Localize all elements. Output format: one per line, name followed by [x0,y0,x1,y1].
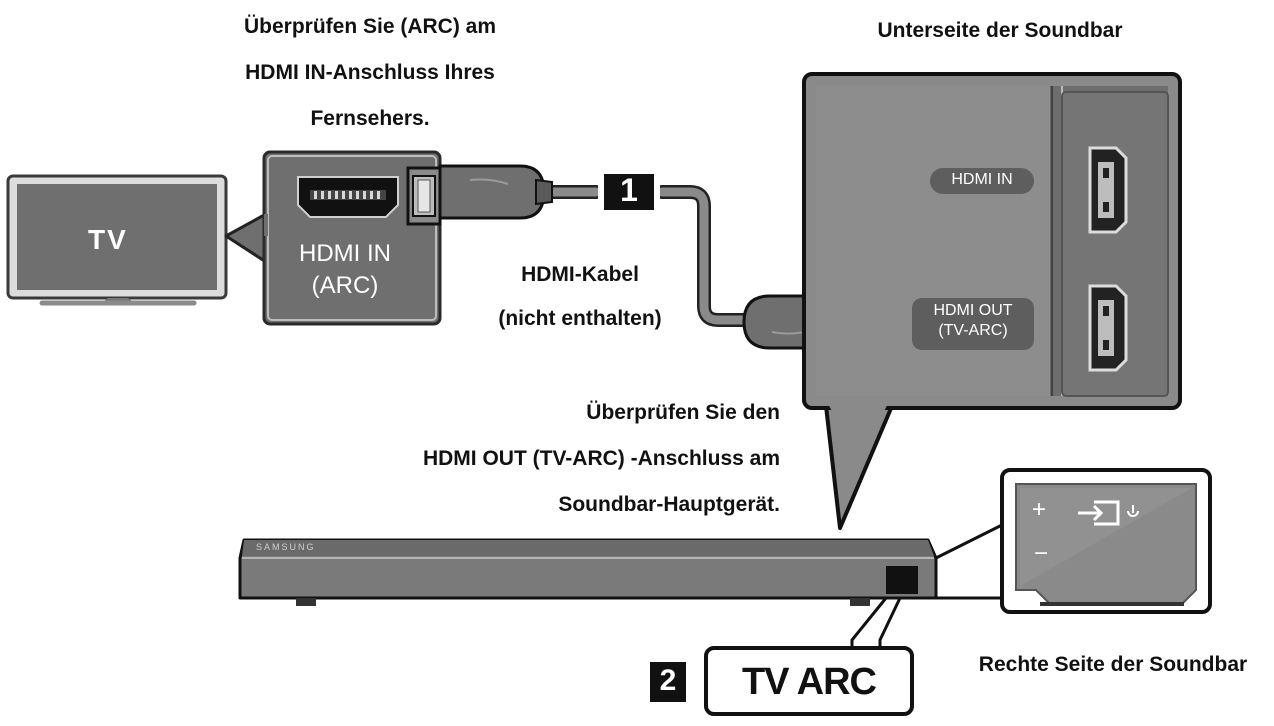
tv-port-label-line-2: (ARC) [311,272,379,299]
cable-label-line-2: (nicht enthalten) [498,307,662,330]
step-1-badge: 1 [620,172,638,208]
tv-hdmi-port-callout [262,150,442,326]
tv-port-label-line-1: HDMI IN [299,240,391,267]
port-hdmi-out-label-line-2: (TV-ARC) [938,322,1008,339]
soundbar-bottom-callout [802,72,1182,530]
volume-down-icon: − [1034,540,1049,567]
soundbar-caption-line-1: Überprüfen Sie den [586,401,780,424]
tv-arc-display-text: TV ARC [741,661,877,703]
soundbar-bottom-title: Unterseite der Soundbar [877,19,1123,42]
soundbar-caption-line-3: Soundbar-Hauptgerät. [558,493,780,516]
tv-arc-display-callout [650,646,914,716]
cable-label-line-1: HDMI-Kabel [521,263,639,286]
volume-up-icon: + [1032,496,1047,523]
tv-callout-caption-line-2: HDMI IN-Anschluss Ihres [245,61,495,84]
soundbar-brand-logo: SAMSUNG [256,542,316,552]
port-hdmi-in-label: HDMI IN [951,171,1013,188]
port-hdmi-out-label-line-1: HDMI OUT [933,302,1013,319]
tv-callout-caption-line-3: Fernsehers. [310,107,430,130]
soundbar-right-side-callout [1000,468,1212,614]
tv-label: TV [88,224,128,255]
tv-callout-caption-line-1: Überprüfen Sie (ARC) am [243,15,497,38]
step-2-badge: 2 [659,664,677,697]
soundbar-right-title: Rechte Seite der Soundbar [978,653,1248,676]
soundbar-caption-line-2: HDMI OUT (TV-ARC) -Anschluss am [422,447,780,470]
tv-graphic [6,174,268,306]
soundbar-graphic [238,522,1005,664]
